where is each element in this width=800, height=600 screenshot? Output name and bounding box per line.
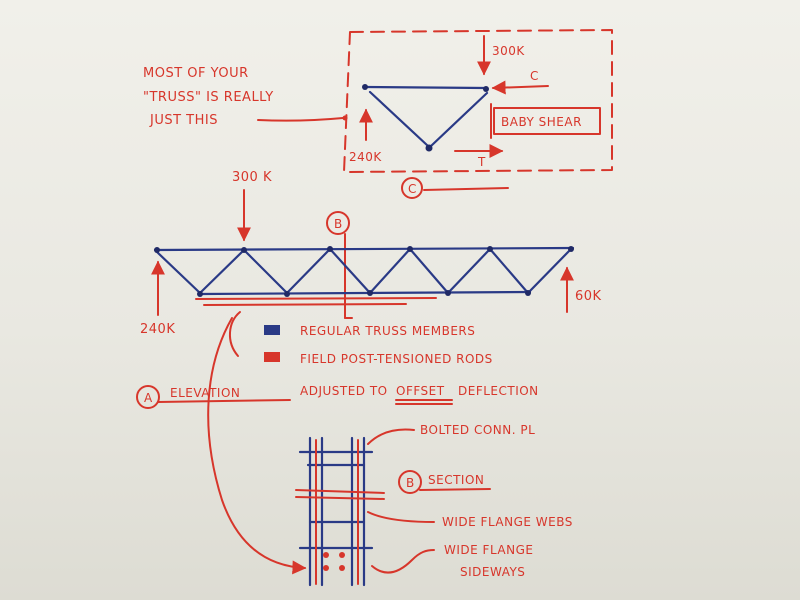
web-member: [155, 250, 202, 295]
elevation-title-label: ELEVATION: [170, 386, 240, 400]
mini-truss-node: [483, 86, 489, 92]
mini-reaction-label: 240K: [349, 150, 382, 164]
legend-adjusted-label: ADJUSTED TO: [300, 384, 388, 398]
web-member: [526, 247, 573, 295]
note-leader-dot: [342, 115, 348, 121]
bolted-connection-label: BOLTED CONN. PL: [420, 423, 535, 437]
detail-c-tag: C: [408, 182, 417, 196]
note-leader-line: [257, 117, 344, 122]
section-webs-label: WIDE FLANGE WEBS: [442, 515, 573, 529]
web-member: [198, 248, 246, 295]
web-members: [155, 247, 573, 295]
mini-truss: [362, 84, 489, 152]
bottom-chord: [198, 290, 532, 296]
section-b-tag: B: [406, 476, 415, 490]
legend-rods-label: FIELD POST-TENSIONED RODS: [300, 352, 493, 366]
web-member: [446, 247, 492, 295]
bolt-dot: [339, 552, 345, 558]
baby-shear-label: BABY SHEAR: [501, 115, 582, 129]
mini-truss-top-chord: [363, 85, 487, 90]
elevation-title-underline: [157, 399, 291, 403]
section-rod-line: [295, 496, 385, 500]
web-member: [488, 247, 530, 295]
post-tension-rod: [195, 297, 437, 300]
truss-elevation: 300 K B: [140, 170, 602, 337]
section-sideways-leader: [371, 549, 435, 574]
top-chord: [153, 246, 575, 252]
section-rod-line: [295, 489, 385, 494]
truss-node: [284, 291, 290, 297]
tension-label: T: [477, 155, 486, 169]
section-title-label: SECTION: [428, 473, 484, 487]
section-sideways-line-2: SIDEWAYS: [460, 565, 525, 579]
truss-node: [197, 291, 203, 297]
bolt-dot: [339, 565, 345, 571]
truss-node: [445, 290, 451, 296]
truss-node: [327, 246, 333, 252]
bolt-dot: [323, 552, 329, 558]
elevation-tag: A: [144, 391, 153, 405]
elevation-load-label: 300 K: [232, 170, 272, 185]
web-member: [408, 247, 450, 295]
section-b-tag-circle: [398, 470, 422, 494]
mini-load-label: 300K: [492, 44, 525, 58]
mini-truss-node: [425, 144, 433, 152]
compression-label: C: [530, 69, 539, 83]
detail-c-tag-circle: [401, 177, 423, 199]
compression-arrow: [491, 80, 549, 95]
post-tension-rod: [203, 303, 407, 306]
truss-node: [407, 246, 413, 252]
elevation-tag-circle: [136, 385, 160, 409]
section-sideways-line-1: WIDE FLANGE: [444, 543, 533, 557]
elevation-title: A ELEVATION: [136, 385, 291, 409]
truss-node: [525, 290, 531, 296]
legend-offset-label: OFFSET: [396, 384, 445, 398]
legend-regular-label: REGULAR TRUSS MEMBERS: [300, 324, 475, 338]
truss-nodes: [154, 246, 574, 297]
red-swatch-icon: [264, 352, 280, 362]
detail-c-dashed-boundary: [343, 29, 613, 173]
left-reaction-label: 240K: [140, 322, 175, 337]
blue-swatch-icon: [264, 325, 280, 335]
section-webs-leader: [367, 511, 435, 523]
web-member: [242, 248, 289, 295]
section-detail: BOLTED CONN. PL B SECTION WIDE FLANGE WE…: [295, 423, 573, 587]
web-member: [285, 247, 332, 295]
detail-c-tag-underline: [423, 187, 509, 191]
legend: REGULAR TRUSS MEMBERS FIELD POST-TENSION…: [264, 324, 539, 405]
section-b-cut-tag: B: [334, 217, 343, 231]
truss-node: [487, 246, 493, 252]
baby-shear-box: [493, 107, 601, 135]
section-bolted-leader: [367, 428, 415, 445]
truss-node: [241, 247, 247, 253]
mini-truss-right-diagonal: [429, 91, 489, 148]
detail-c: MOST OF YOUR "TRUSS" IS REALLY JUST THIS…: [143, 29, 613, 199]
mini-truss-left-diagonal: [368, 90, 430, 148]
legend-deflection-label: DEFLECTION: [458, 384, 539, 398]
truss-node: [154, 247, 160, 253]
web-member: [328, 247, 372, 295]
rods-legend-bracket: [229, 311, 241, 357]
note-line-3: JUST THIS: [149, 113, 218, 128]
section-b-cut-tag-circle: [326, 211, 350, 235]
right-reaction-label: 60K: [575, 289, 602, 304]
truss-node: [367, 290, 373, 296]
mini-truss-node: [362, 84, 368, 90]
section-sweep-arrow: [207, 317, 307, 575]
section-title-underline: [419, 488, 491, 491]
note-line-1: MOST OF YOUR: [143, 66, 249, 81]
bolt-dot: [323, 565, 329, 571]
note-line-2: "TRUSS" IS REALLY: [143, 90, 274, 105]
web-member: [368, 247, 412, 295]
truss-node: [568, 246, 574, 252]
